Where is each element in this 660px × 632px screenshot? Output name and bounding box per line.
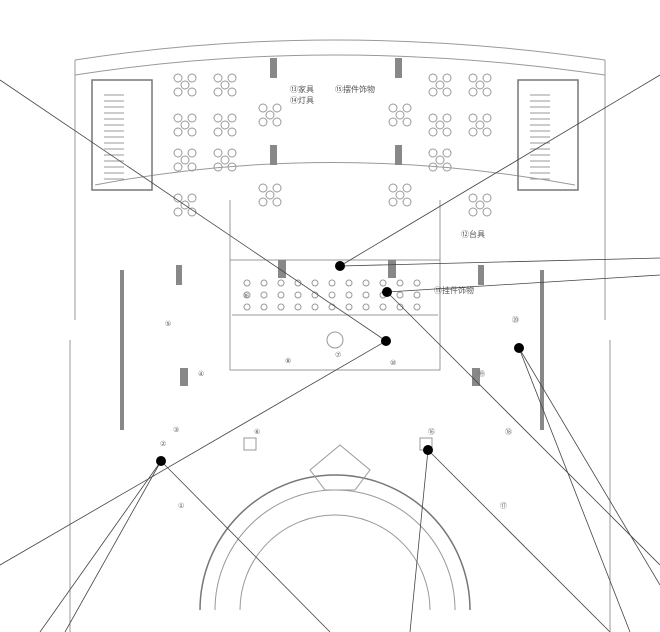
seat xyxy=(294,303,302,311)
seat xyxy=(243,279,251,287)
table-cluster xyxy=(173,148,197,172)
seating-groups xyxy=(173,73,492,311)
seat xyxy=(311,279,319,287)
seat xyxy=(379,279,387,287)
zone-number: ⑱ xyxy=(505,428,512,436)
seat xyxy=(277,291,285,299)
outer-walls xyxy=(69,39,611,632)
table-cluster xyxy=(388,183,412,207)
seat xyxy=(396,303,404,311)
zone-number: ⑲ xyxy=(478,370,485,378)
table-cluster xyxy=(468,73,492,97)
table-cluster xyxy=(468,113,492,137)
table-cluster xyxy=(258,183,282,207)
table-cluster xyxy=(213,113,237,137)
stairwell-left xyxy=(91,79,153,191)
seat xyxy=(260,291,268,299)
zone-number: ⑩ xyxy=(390,359,396,367)
seat xyxy=(345,303,353,311)
seat xyxy=(328,279,336,287)
seat xyxy=(362,279,370,287)
zone-number: ④ xyxy=(198,370,204,378)
stage xyxy=(199,331,471,611)
label-ornaments: ⑮摆件饰物 xyxy=(335,84,375,94)
seat xyxy=(294,291,302,299)
table-cluster xyxy=(428,73,452,97)
seat xyxy=(294,279,302,287)
seat xyxy=(413,291,421,299)
zone-number: ③ xyxy=(173,426,179,434)
seat xyxy=(277,279,285,287)
zone-number: ⑧ xyxy=(285,357,291,365)
table-cluster xyxy=(173,73,197,97)
table-cluster xyxy=(258,103,282,127)
seat xyxy=(328,291,336,299)
columns xyxy=(120,58,544,430)
zone-number: ⑤ xyxy=(165,320,171,328)
seat xyxy=(362,291,370,299)
seat xyxy=(413,303,421,311)
leader-dots xyxy=(156,261,524,466)
seat xyxy=(260,303,268,311)
seat xyxy=(345,279,353,287)
seat xyxy=(362,303,370,311)
zone-number: ⑥ xyxy=(254,428,260,436)
table-cluster xyxy=(468,193,492,217)
table-cluster xyxy=(428,113,452,137)
seat xyxy=(311,303,319,311)
table-cluster xyxy=(388,103,412,127)
seat xyxy=(396,279,404,287)
seat xyxy=(396,291,404,299)
label-table: ⑫台具 xyxy=(461,229,485,239)
seat xyxy=(243,303,251,311)
zone-number: ① xyxy=(178,502,184,510)
seat xyxy=(260,279,268,287)
seat xyxy=(345,291,353,299)
seat xyxy=(328,303,336,311)
seat xyxy=(379,303,387,311)
label-furniture: ⑬家具 xyxy=(290,84,314,94)
zone-numbers: ① ②③ ④ ⑤ ⑥ ⑦ ⑧ ⑨ ⑩ ⑯ ⑰ ⑱ ⑲ ⑳ xyxy=(160,292,519,510)
zone-number: ⑦ xyxy=(335,351,341,359)
table-cluster xyxy=(213,148,237,172)
seat xyxy=(277,303,285,311)
zone-number: ⑨ xyxy=(243,292,249,300)
table-cluster xyxy=(173,113,197,137)
zone-number: ② xyxy=(160,440,166,448)
zone-number: ⑯ xyxy=(428,428,435,436)
table-cluster xyxy=(428,148,452,172)
leader-lines xyxy=(0,74,660,632)
table-cluster xyxy=(213,73,237,97)
zone-number: ⑰ xyxy=(500,502,507,510)
seat xyxy=(413,279,421,287)
stairwell-right xyxy=(517,79,579,191)
label-lighting: ⑭灯具 xyxy=(290,95,314,105)
seat xyxy=(243,291,251,299)
zone-number: ⑳ xyxy=(512,316,519,324)
label-hanging: ⑪挂件饰物 xyxy=(434,285,474,295)
